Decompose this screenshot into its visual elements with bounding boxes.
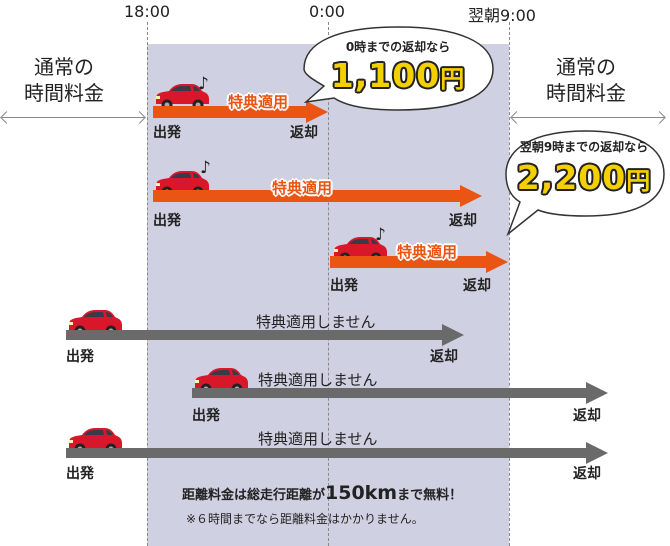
return-label: 返却 [290,125,318,141]
no-benefit-label: 特典適用しません [258,430,378,448]
time-line-18 [147,22,148,546]
time-label-18: 18:00 [124,2,171,21]
no-benefit-arrow-bar [66,448,588,458]
no-benefit-arrow-head [586,382,608,404]
right-normal-rate-label: 通常の 時間料金 [526,54,646,106]
time-label-0: 0:00 [309,2,345,21]
distance-free-note: 距離料金は総走行距離が150kmまで無料！ [182,482,462,504]
bubble-price-amount: 1,100 [330,56,441,95]
bubble-price-amount: 2,200 [516,158,627,197]
note-prefix: 距離料金は総走行距離が [182,488,326,503]
note-highlight: 150km [325,482,398,504]
return-label: 返却 [430,349,458,365]
depart-label: 出発 [192,408,220,424]
time-line-0 [328,22,329,546]
benefit-arrow-head [306,101,328,123]
bubble-caption: 翌朝9時までの返却なら [519,140,649,154]
distance-sub-note: ※６時間までなら距離料金はかかりません。 [186,512,424,526]
no-benefit-arrow-bar [192,388,588,398]
left-normal-rate-line2: 時間料金 [24,81,104,105]
bubble-price-unit: 円 [626,167,652,195]
benefit-label: 特典適用 [397,243,458,261]
benefit-arrow-bar [153,190,463,202]
left-normal-rate-arrow [2,117,144,118]
no-benefit-arrow-bar [66,330,444,340]
time-line-9 [509,22,510,546]
return-label: 返却 [463,278,491,294]
bubble-price: 1,100円 [300,56,496,95]
left-normal-rate-label: 通常の 時間料金 [4,54,124,106]
price-bubble-shape [303,26,494,111]
benefit-label: 特典適用 [228,93,289,111]
return-label: 返却 [449,213,477,229]
price-bubble-shape [505,130,665,237]
depart-label: 出発 [66,466,94,482]
depart-label: 出発 [153,213,181,229]
depart-label: 出発 [66,349,94,365]
bubble-caption: 0時までの返却なら [345,40,451,54]
benefit-arrow-bar [330,256,488,268]
music-note-icon: ♪ [200,158,211,178]
bubble-price: 2,200円 [506,158,662,197]
no-benefit-label: 特典適用しません [258,371,378,389]
note-suffix: まで無料！ [397,488,463,503]
bubble-price-unit: 円 [440,65,466,93]
benefit-arrow-head [460,185,482,207]
time-label-9: 翌朝9:00 [468,6,536,25]
music-note-icon: ♪ [198,74,209,94]
return-label: 返却 [573,466,601,482]
depart-label: 出発 [153,125,181,141]
right-normal-rate-arrow [512,117,664,118]
no-benefit-arrow-head [442,324,464,346]
benefit-label: 特典適用 [272,179,333,197]
benefit-arrow-bar [153,106,308,118]
music-note-icon: ♪ [375,225,386,245]
right-normal-rate-line1: 通常の [556,55,616,79]
benefit-arrow-head [486,251,508,273]
no-benefit-arrow-head [586,442,608,464]
depart-label: 出発 [330,278,358,294]
no-benefit-label: 特典適用しません [256,313,376,331]
return-label: 返却 [573,408,601,424]
right-normal-rate-line2: 時間料金 [546,81,626,105]
left-normal-rate-line1: 通常の [34,55,94,79]
